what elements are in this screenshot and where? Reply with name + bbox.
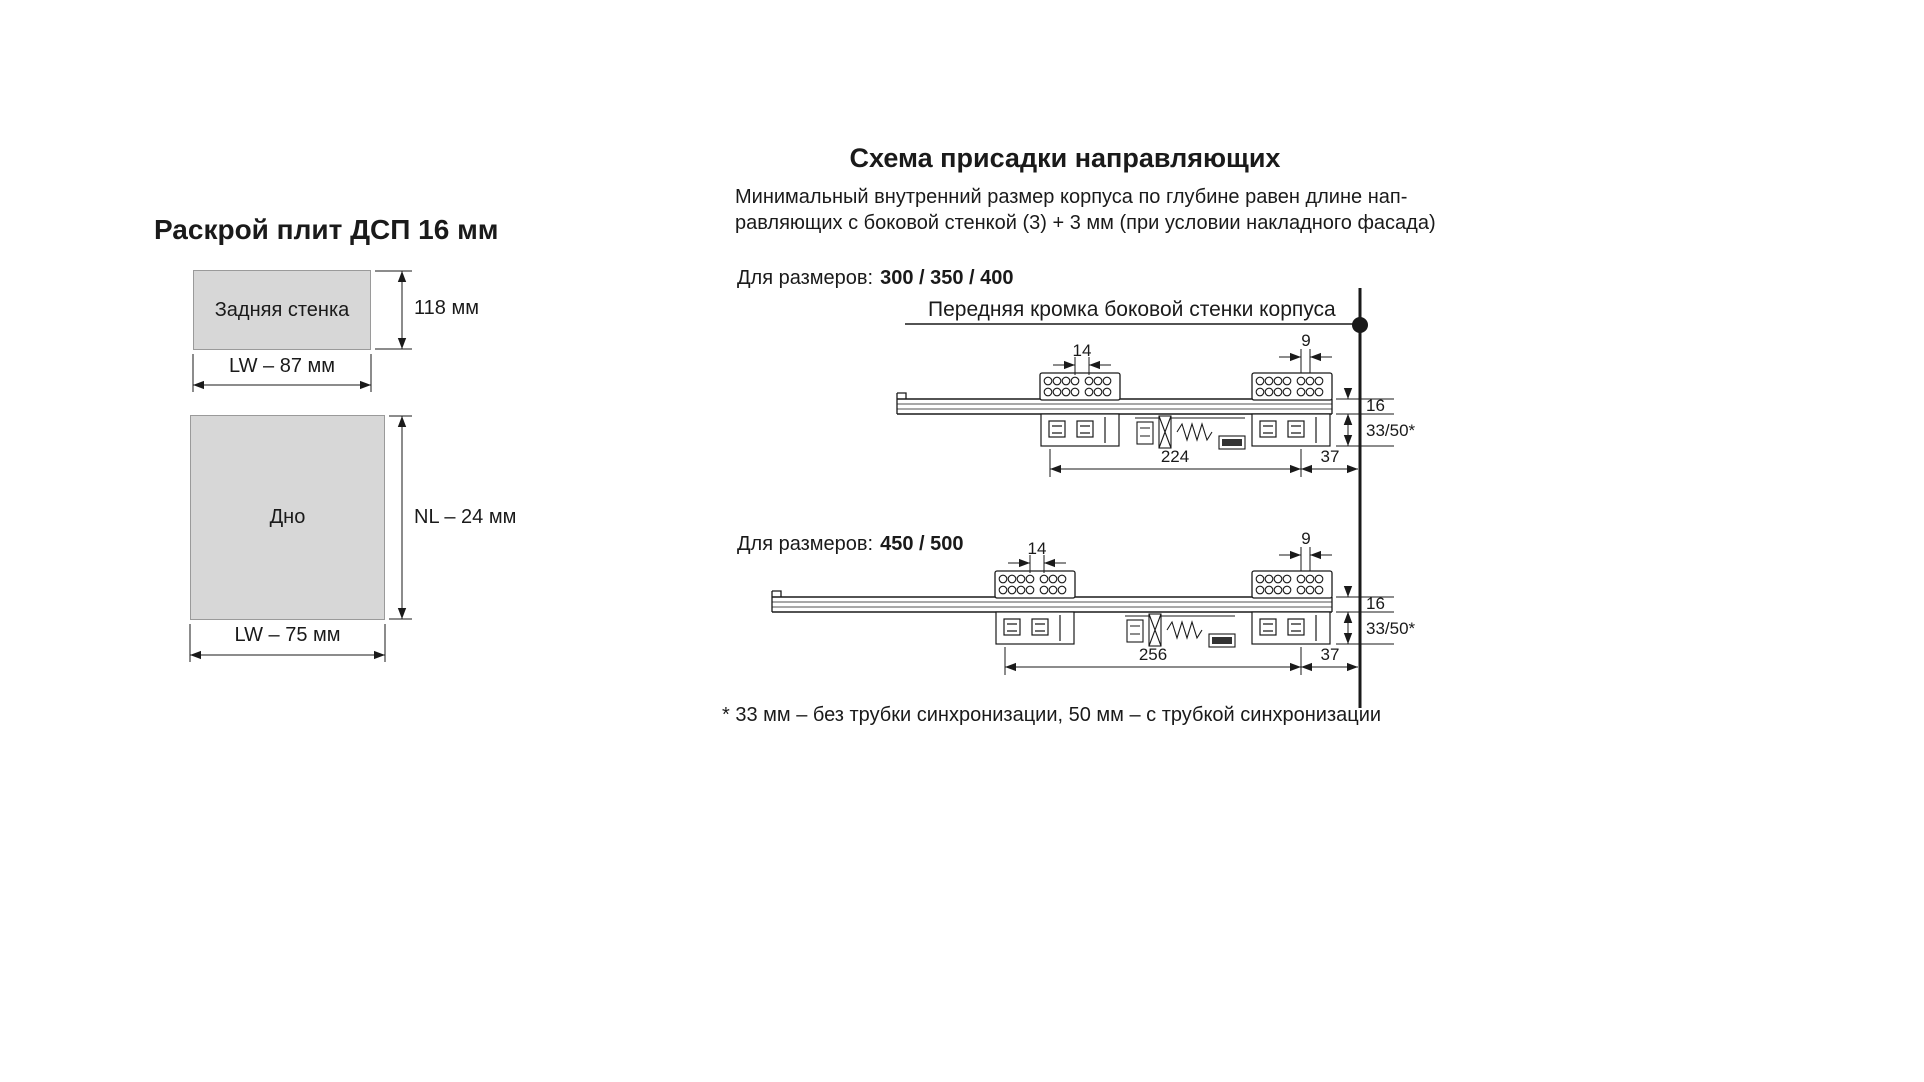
latch-mechanism xyxy=(1134,415,1246,450)
slide-drawing-450-500: 14 9 16 33/50* 256 37 xyxy=(771,529,1416,675)
bottom-panel-label: Дно xyxy=(269,506,306,528)
back-panel-label: Задняя стенка xyxy=(214,298,350,321)
housing-left xyxy=(1040,413,1120,447)
housing-left xyxy=(995,611,1075,645)
description-line-2: равляющих с боковой стенкой (3) + 3 мм (… xyxy=(735,212,1436,234)
back-panel-dimension-lines xyxy=(192,270,412,392)
bottom-panel-height-label: NL – 24 мм xyxy=(414,506,517,528)
dim-label-37: 37 xyxy=(1321,447,1340,466)
dim-label-33-50: 33/50* xyxy=(1366,421,1416,440)
mounting-flange-left xyxy=(994,570,1076,599)
sizes-heading-1: Для размеров: 300 / 350 / 400 xyxy=(737,267,1014,290)
left-section-title: Раскрой плит ДСП 16 мм xyxy=(154,214,499,245)
dim-label-256: 256 xyxy=(1139,645,1167,664)
dim-label-224: 224 xyxy=(1161,447,1189,466)
dim-label-33-50: 33/50* xyxy=(1366,619,1416,638)
edge-dot xyxy=(1352,317,1368,333)
sizes-heading-1-values: 300 / 350 / 400 xyxy=(880,267,1014,289)
dim-label-9: 9 xyxy=(1301,529,1310,548)
bottom-panel-dimension-lines xyxy=(189,415,412,662)
dim-label-14: 14 xyxy=(1028,539,1047,558)
bottom-panel-rect: Дно xyxy=(190,415,385,620)
latch-mechanism xyxy=(1124,613,1236,648)
mounting-flange-left xyxy=(1039,372,1121,401)
mounting-flange-right xyxy=(1251,372,1333,401)
dim-label-9: 9 xyxy=(1301,331,1310,350)
sizes-heading-2: Для размеров: 450 / 500 xyxy=(737,533,964,556)
bottom-panel-width-label: LW – 75 мм xyxy=(234,624,341,646)
back-panel-rect: Задняя стенка xyxy=(193,270,371,350)
housing-right xyxy=(1251,611,1331,645)
description-line-1: Минимальный внутренний размер корпуса по… xyxy=(735,186,1408,208)
right-section-title: Схема присадки направляющих xyxy=(849,143,1281,173)
back-panel-height-label: 118 мм xyxy=(414,297,479,319)
dim-label-37: 37 xyxy=(1321,645,1340,664)
cabinet-front-edge xyxy=(905,288,1368,708)
housing-right xyxy=(1251,413,1331,447)
cabinet-front-edge-label: Передняя кромка боковой стенки корпуса xyxy=(928,298,1336,321)
back-panel-width-label: LW – 87 мм xyxy=(228,355,336,377)
dim-label-16: 16 xyxy=(1366,396,1385,415)
sizes-heading-2-values: 450 / 500 xyxy=(880,533,964,555)
dim-label-14: 14 xyxy=(1073,341,1092,360)
dim-label-16: 16 xyxy=(1366,594,1385,613)
sizes-heading-2-label: Для размеров: xyxy=(737,533,874,555)
sizes-heading-1-label: Для размеров: xyxy=(737,267,874,289)
slide-drawing-300-400: 14 9 16 33/50* 224 37 xyxy=(896,331,1416,477)
mounting-flange-right xyxy=(1251,570,1333,599)
footnote: * 33 мм – без трубки синхронизации, 50 м… xyxy=(722,704,1382,726)
